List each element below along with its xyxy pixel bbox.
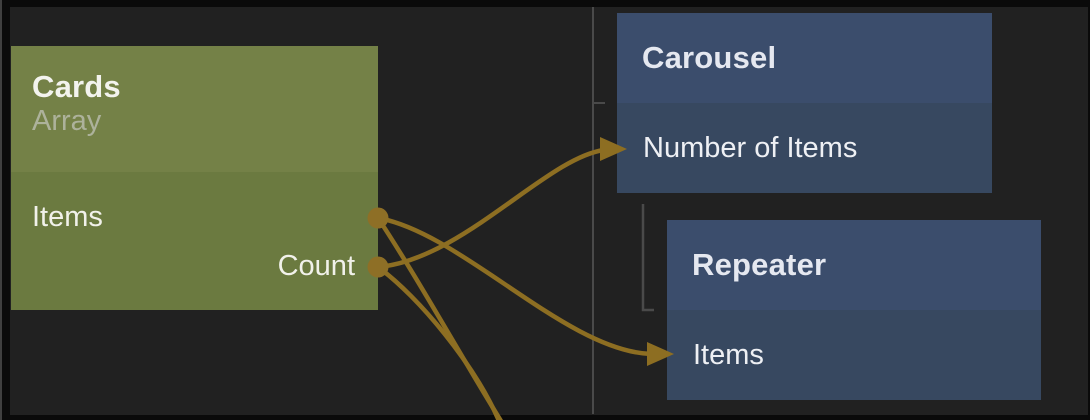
port-label-items-input: Items: [693, 338, 764, 371]
port-label-number-of-items-input: Number of Items: [643, 131, 858, 164]
port-row-number-of-items[interactable]: Number of Items: [617, 103, 992, 193]
node-repeater[interactable]: Repeater Items: [667, 220, 1041, 400]
node-type-label: Array: [32, 105, 102, 137]
node-cards-header[interactable]: Cards Array: [11, 46, 378, 172]
node-title: Cards: [32, 69, 121, 104]
node-carousel-header[interactable]: Carousel: [617, 13, 992, 103]
node-carousel[interactable]: Carousel Number of Items: [617, 13, 992, 193]
node-cards-body: Items Count: [11, 172, 378, 310]
port-row-items[interactable]: Items: [667, 310, 1041, 400]
port-label-items-output: Items: [32, 201, 103, 233]
port-label-count-output: Count: [277, 250, 355, 282]
node-repeater-header[interactable]: Repeater: [667, 220, 1041, 310]
node-title: Repeater: [692, 247, 827, 282]
node-title: Carousel: [642, 40, 777, 75]
node-cards[interactable]: Cards Array Items Count: [11, 46, 378, 310]
window-edge-highlight: [0, 0, 2, 420]
